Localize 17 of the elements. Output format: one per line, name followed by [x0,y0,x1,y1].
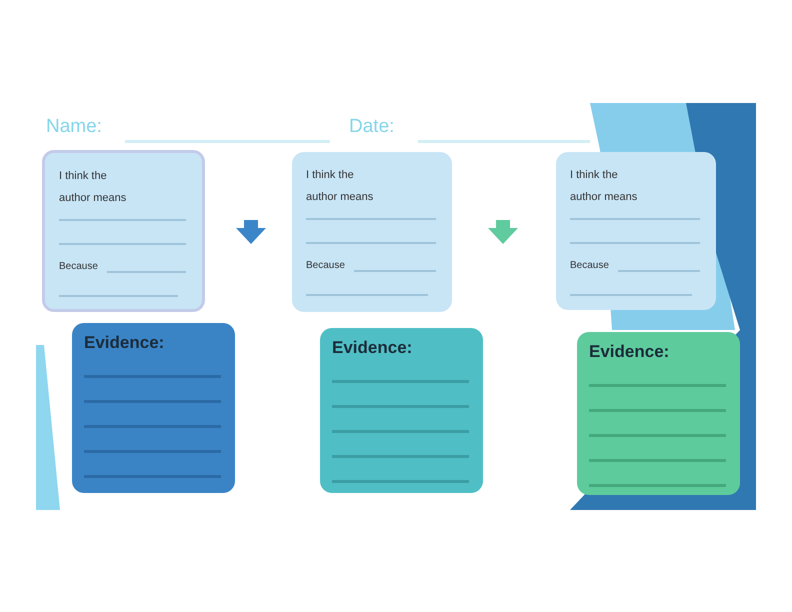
prompt-text: I think the author means [570,168,638,205]
form-label: Name: [46,116,102,138]
form-label: Date: [349,116,394,138]
prompt-text: Because [59,261,98,272]
evidence-heading: Evidence: [589,342,670,362]
claim-card [42,150,205,312]
evidence-heading: Evidence: [332,338,414,358]
prompt-text: Because [570,260,609,271]
evidence-card [320,328,483,493]
claim-card [556,152,716,310]
prompt-text: I think the author means [306,168,374,205]
evidence-card [577,332,740,495]
prompt-text: I think the author means [59,169,128,206]
prompt-text: Because [306,260,345,271]
claim-card [292,152,452,312]
evidence-card [72,323,235,493]
evidence-heading: Evidence: [84,333,166,353]
